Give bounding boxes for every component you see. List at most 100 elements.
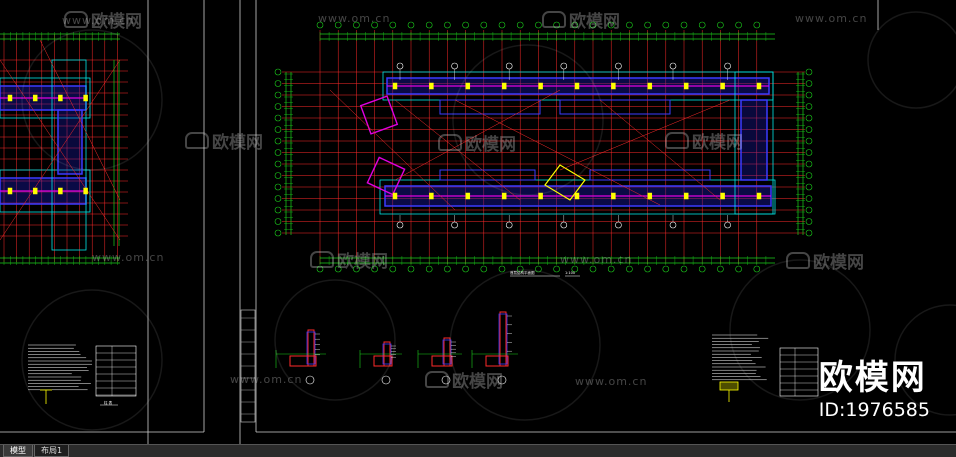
axis-bubble-bottom <box>463 266 469 272</box>
watermark-circle <box>275 280 395 400</box>
axis-bubble-top <box>608 22 614 28</box>
section-footing <box>290 356 316 366</box>
axis-bubble-left <box>275 127 281 133</box>
axis-bubble-top <box>699 22 705 28</box>
wall-block-left <box>58 110 82 174</box>
cad-drawing: 首层结构平面图1:100柱 表 <box>0 0 956 444</box>
axis-bubble-right <box>806 173 812 179</box>
diagonal-line <box>395 100 520 200</box>
beam-label-bubble <box>506 222 512 228</box>
plan-scale: 1:100 <box>565 271 575 275</box>
column-bottom <box>466 193 470 199</box>
column-bottom <box>721 193 725 199</box>
axis-bubble-right <box>806 104 812 110</box>
axis-bubble-top <box>335 22 341 28</box>
section-label-bubble <box>442 376 450 384</box>
beam-label-bubble <box>725 222 731 228</box>
tab-model[interactable]: 模型 <box>3 445 33 457</box>
axis-bubble-bottom <box>353 266 359 272</box>
axis-bubble-right <box>806 219 812 225</box>
axis-bubble-top <box>754 22 760 28</box>
axis-bubble-top <box>408 22 414 28</box>
layout-tab-bar: 模型 布局1 <box>0 444 956 457</box>
column-bottom <box>502 193 506 199</box>
axis-bubble-bottom <box>335 266 341 272</box>
axis-bubble-top <box>499 22 505 28</box>
detail-block <box>720 382 738 390</box>
column-top <box>575 83 579 89</box>
brand-name: 欧模网 <box>819 360 930 396</box>
axis-bubble-right <box>806 138 812 144</box>
axis-bubble-left <box>275 81 281 87</box>
watermark-circle <box>450 270 600 420</box>
axis-bubble-bottom <box>372 266 378 272</box>
axis-bubble-bottom <box>736 266 742 272</box>
tab-layout-1[interactable]: 布局1 <box>34 445 69 457</box>
axis-bubble-left <box>275 104 281 110</box>
axis-bubble-bottom <box>390 266 396 272</box>
axis-bubble-top <box>736 22 742 28</box>
axis-bubble-top <box>572 22 578 28</box>
axis-bubble-bottom <box>426 266 432 272</box>
axis-bubble-right <box>806 81 812 87</box>
beam-label-bubble <box>670 222 676 228</box>
axis-bubble-right <box>806 115 812 121</box>
column-bottom <box>575 193 579 199</box>
axis-bubble-right <box>806 196 812 202</box>
beam-label-bubble <box>397 63 403 69</box>
beam-label-bubble <box>397 222 403 228</box>
axis-bubble-top <box>481 22 487 28</box>
beam-label-bubble <box>670 63 676 69</box>
axis-bubble-top <box>372 22 378 28</box>
section-label-bubble <box>382 376 390 384</box>
column-top <box>466 83 470 89</box>
axis-bubble-left <box>275 230 281 236</box>
column-left <box>58 188 62 194</box>
axis-bubble-bottom <box>663 266 669 272</box>
column-bottom <box>429 193 433 199</box>
column-top <box>429 83 433 89</box>
axis-bubble-bottom <box>317 266 323 272</box>
column-top <box>611 83 615 89</box>
axis-bubble-left <box>275 207 281 213</box>
diagonal-line <box>560 100 730 170</box>
axis-bubble-bottom <box>444 266 450 272</box>
axis-bubble-bottom <box>499 266 505 272</box>
column-left <box>33 95 37 101</box>
column-bottom <box>611 193 615 199</box>
wall-stub <box>560 100 670 114</box>
axis-bubble-bottom <box>717 266 723 272</box>
axis-bubble-left <box>275 150 281 156</box>
beam-label-bubble <box>561 222 567 228</box>
beam-label-bubble <box>561 63 567 69</box>
wall-block-right <box>741 100 767 180</box>
section-detail <box>308 330 314 366</box>
column-left <box>58 95 62 101</box>
column-bottom <box>648 193 652 199</box>
axis-bubble-right <box>806 92 812 98</box>
axis-bubble-top <box>626 22 632 28</box>
beam-label-bubble <box>615 63 621 69</box>
column-top <box>539 83 543 89</box>
axis-bubble-left <box>275 184 281 190</box>
column-left <box>8 188 12 194</box>
section-label-bubble <box>306 376 314 384</box>
axis-bubble-bottom <box>590 266 596 272</box>
axis-bubble-right <box>806 127 812 133</box>
axis-bubble-left <box>275 161 281 167</box>
axis-bubble-bottom <box>481 266 487 272</box>
schedule-table <box>96 346 136 396</box>
axis-bubble-top <box>681 22 687 28</box>
axis-bubble-left <box>275 69 281 75</box>
cad-model-canvas[interactable]: 首层结构平面图1:100柱 表 www.om.cn www.om.cn www.… <box>0 0 956 444</box>
column-top <box>684 83 688 89</box>
column-left <box>8 95 12 101</box>
column-top <box>648 83 652 89</box>
axis-bubble-top <box>517 22 523 28</box>
axis-bubble-bottom <box>554 266 560 272</box>
axis-bubble-left <box>275 173 281 179</box>
axis-bubble-bottom <box>645 266 651 272</box>
column-top <box>393 83 397 89</box>
axis-bubble-top <box>426 22 432 28</box>
section-label-bubble <box>498 376 506 384</box>
